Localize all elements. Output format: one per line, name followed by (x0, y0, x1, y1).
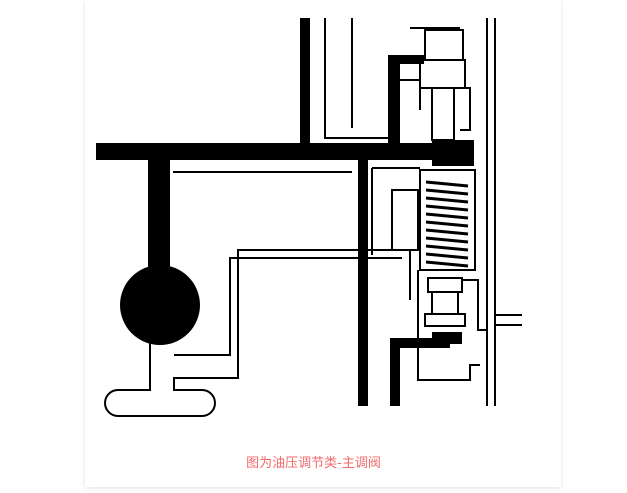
figure-caption: 图为油压调节类-主调阀 (246, 456, 381, 471)
pipe-vertical-left (300, 18, 310, 148)
pipe-to-accumulator (148, 160, 170, 280)
pipe-vertical-center (358, 160, 368, 406)
pipe-horizontal-main (96, 143, 474, 160)
accumulator-ball (120, 265, 200, 345)
spring-icon (425, 180, 469, 268)
pipe-bracket-bottom (390, 340, 400, 406)
pipe-bracket-top (388, 55, 400, 147)
